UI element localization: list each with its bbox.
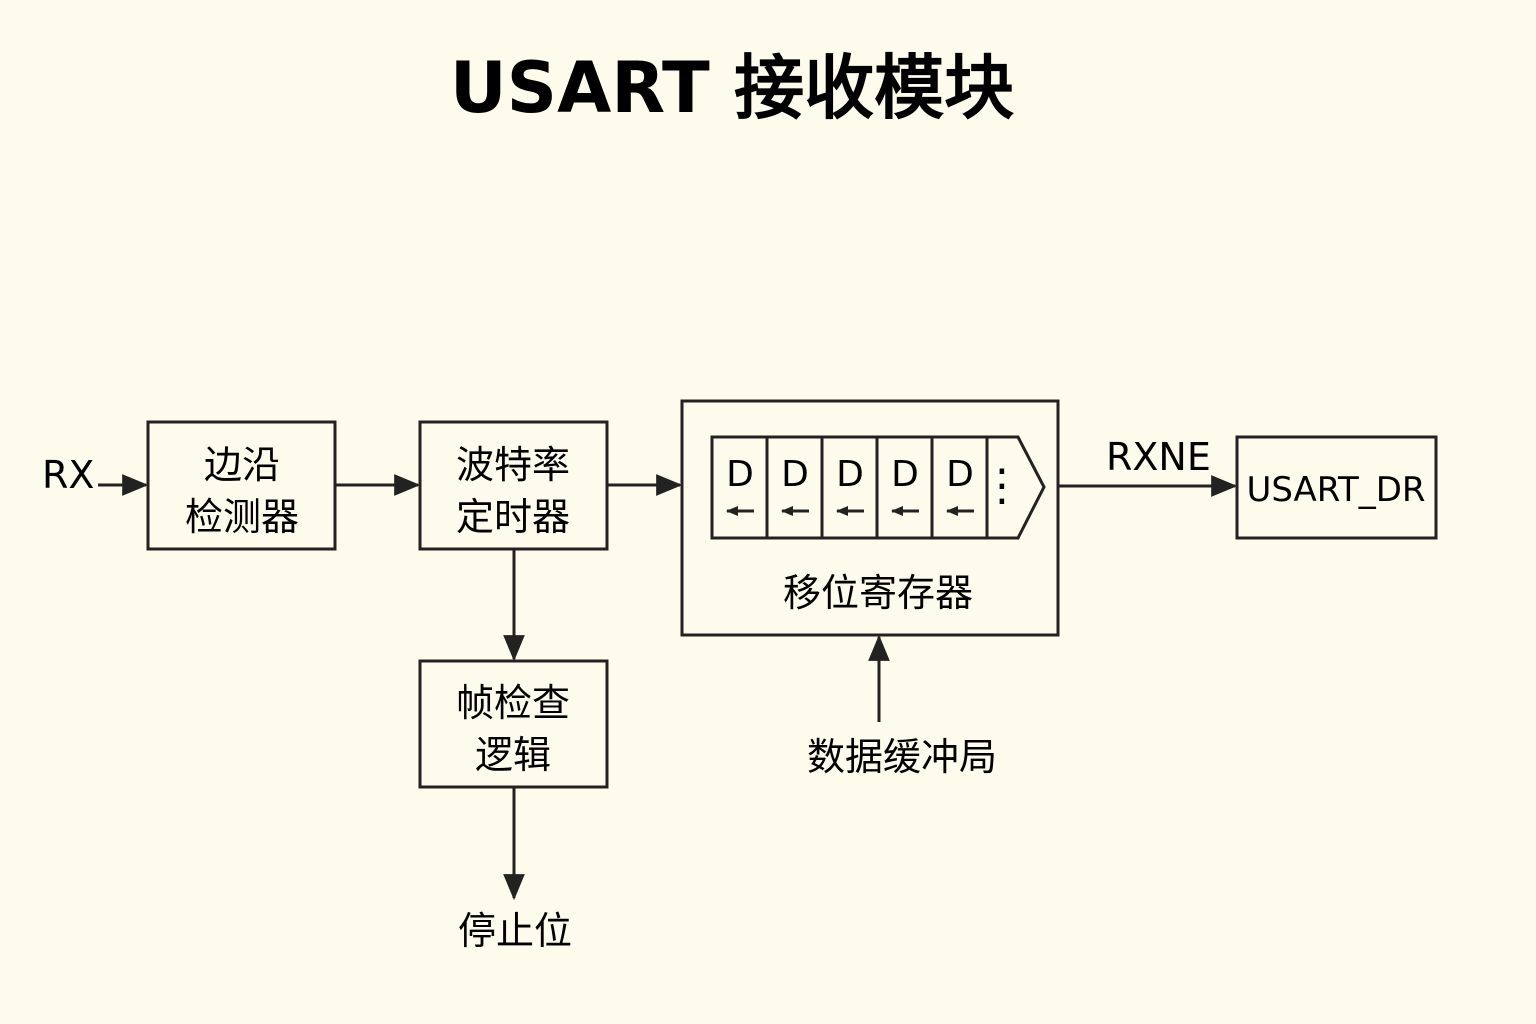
frame-check-line-2: 逻辑 xyxy=(475,733,551,777)
baud-timer-line-1: 波特率 xyxy=(456,443,570,487)
shift-cell-1: D xyxy=(726,454,754,495)
rxne-label: RXNE xyxy=(1106,435,1211,479)
usart-dr-label: USART_DR xyxy=(1246,470,1425,510)
edge-detector-line-2: 检测器 xyxy=(185,495,299,539)
edge-detector-block: 边沿 检测器 xyxy=(146,420,337,551)
shift-cell-5: D xyxy=(946,454,974,495)
shift-register-cell-dividers xyxy=(765,437,989,538)
data-buffer-label: 数据缓冲局 xyxy=(807,735,997,779)
shift-cell-ellipsis: ⋮ xyxy=(980,460,1024,511)
stop-bit-label: 停止位 xyxy=(458,909,572,953)
edge-detector-line-1: 边沿 xyxy=(204,443,280,487)
baud-timer-line-2: 定时器 xyxy=(456,495,570,539)
frame-check-line-1: 帧检查 xyxy=(456,681,570,725)
baud-timer-block: 波特率 定时器 xyxy=(418,420,609,551)
shift-cell-2: D xyxy=(781,454,809,495)
shift-cell-4: D xyxy=(891,454,919,495)
rx-label: RX xyxy=(42,453,94,497)
shift-register-cells-outline xyxy=(710,435,1046,540)
shift-cell-3: D xyxy=(836,454,864,495)
usart-dr-block: USART_DR xyxy=(1235,435,1438,540)
shift-register-label: 移位寄存器 xyxy=(783,571,973,615)
frame-check-block: 帧检查 逻辑 xyxy=(418,659,609,789)
diagram-title: USART 接收模块 xyxy=(450,47,1014,129)
shift-register-block: D D D D D ⋮ 移位寄存器 xyxy=(680,399,1060,637)
